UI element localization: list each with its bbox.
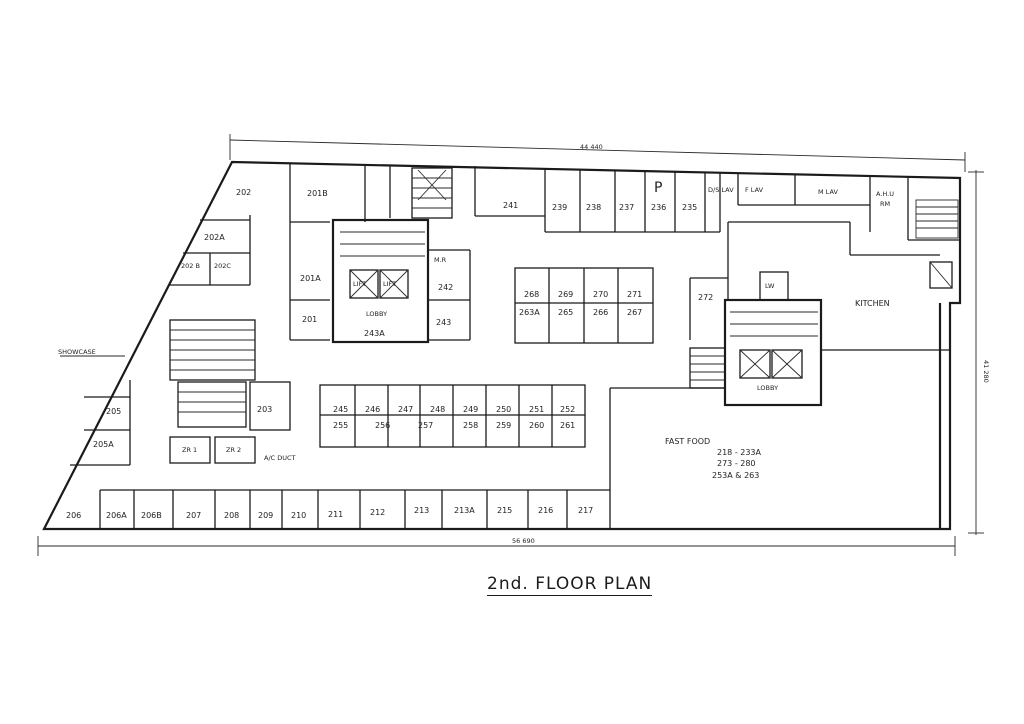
unit-labels: 202 201B 202A 202 B 202C 201A 201 205 20…	[66, 180, 713, 520]
unit-270: 270	[593, 290, 608, 299]
unit-202b: 202 B	[181, 262, 200, 270]
unit-252: 252	[560, 405, 575, 414]
mr-label: M.R	[434, 256, 447, 264]
room-labels: LOBBY LIFT LIFT M.R LOBBY LW KITCHEN D/S…	[264, 186, 894, 480]
unit-236: 236	[651, 203, 666, 212]
unit-209: 209	[258, 511, 273, 520]
unit-206b: 206B	[141, 511, 162, 520]
unit-259: 259	[496, 421, 511, 430]
kitchen-label: KITCHEN	[855, 299, 890, 308]
unit-202: 202	[236, 188, 251, 197]
unit-212: 212	[370, 508, 385, 517]
unit-256: 256	[375, 421, 390, 430]
unit-202c: 202C	[214, 262, 231, 270]
unit-206: 206	[66, 511, 81, 520]
unit-242: 242	[438, 283, 453, 292]
left-stair-block	[70, 319, 291, 466]
m-lav-label: M LAV	[818, 188, 838, 196]
unit-266: 266	[593, 308, 608, 317]
outer-wall	[42, 160, 962, 531]
unit-201b: 201B	[307, 189, 328, 198]
dimension-lines	[37, 134, 984, 556]
unit-216: 216	[538, 506, 553, 515]
unit-243a: 243A	[364, 329, 385, 338]
unit-251: 251	[529, 405, 544, 414]
unit-249: 249	[463, 405, 478, 414]
top-dimension: 44 440	[580, 143, 603, 151]
unit-258: 258	[463, 421, 478, 430]
unit-205: 205	[106, 407, 121, 416]
unit-271: 271	[627, 290, 642, 299]
left-upper-units	[168, 215, 330, 341]
unit-p: P	[654, 180, 662, 196]
unit-202a: 202A	[204, 233, 225, 242]
unit-267: 267	[627, 308, 642, 317]
ahu-label: A.H.U	[876, 190, 894, 198]
unit-265: 265	[558, 308, 573, 317]
unit-213: 213	[414, 506, 429, 515]
bottom-dimension: 56 690	[512, 537, 535, 545]
unit-237: 237	[619, 203, 634, 212]
unit-272: 272	[698, 293, 713, 302]
unit-213a: 213A	[454, 506, 475, 515]
unit-269: 269	[558, 290, 573, 299]
acf-duct-label: A/C DUCT	[264, 454, 296, 462]
top-unit-row	[289, 163, 960, 300]
floor-plan-title: 2nd. FLOOR PLAN	[487, 574, 653, 596]
fast-food-label: FAST FOOD	[665, 437, 710, 446]
unit-203: 203	[257, 405, 272, 414]
unit-241: 241	[503, 201, 518, 210]
unit-201: 201	[302, 315, 317, 324]
unit-238: 238	[586, 203, 601, 212]
bottom-unit-row	[99, 489, 610, 529]
unit-205a: 205A	[93, 440, 114, 449]
unit-201a: 201A	[300, 274, 321, 283]
unit-235: 235	[682, 203, 697, 212]
unit-257: 257	[418, 421, 433, 430]
fast-food-line-3: 253A & 263	[712, 471, 759, 480]
lift-label-1: LIFT	[353, 280, 366, 288]
middle-unit-block	[319, 384, 586, 448]
unit-215: 215	[497, 506, 512, 515]
unit-268: 268	[524, 290, 539, 299]
central-unit-block	[514, 267, 728, 344]
fast-food-zone	[609, 387, 725, 529]
lobby-core	[331, 218, 471, 344]
right-core	[689, 271, 950, 407]
unit-zr2: ZR 2	[226, 446, 241, 454]
unit-248: 248	[430, 405, 445, 414]
unit-239: 239	[552, 203, 567, 212]
fast-food-line-1: 218 - 233A	[717, 448, 762, 457]
fast-food-line-2: 273 - 280	[717, 459, 756, 468]
ds-lav-label: D/S LAV	[708, 186, 734, 194]
lobby-label: LOBBY	[366, 310, 387, 318]
unit-208: 208	[224, 511, 239, 520]
right-dimension: 41 280	[982, 360, 990, 383]
unit-255: 255	[333, 421, 348, 430]
unit-243: 243	[436, 318, 451, 327]
lift-label-2: LIFT	[383, 280, 396, 288]
unit-260: 260	[529, 421, 544, 430]
unit-210: 210	[291, 511, 306, 520]
unit-247: 247	[398, 405, 413, 414]
unit-246: 246	[365, 405, 380, 414]
unit-206a: 206A	[106, 511, 127, 520]
unit-245: 245	[333, 405, 348, 414]
lobby-label-right: LOBBY	[757, 384, 778, 392]
unit-217: 217	[578, 506, 593, 515]
unit-263a: 263A	[519, 308, 540, 317]
unit-250: 250	[496, 405, 511, 414]
unit-211: 211	[328, 510, 343, 519]
unit-zr1: ZR 1	[182, 446, 197, 454]
top-stair-core	[411, 167, 453, 219]
lw-label: LW	[765, 282, 775, 290]
rm-label: RM	[880, 200, 890, 208]
f-lav-label: F LAV	[745, 186, 764, 194]
unit-207: 207	[186, 511, 201, 520]
unit-261: 261	[560, 421, 575, 430]
showcase-label: SHOWCASE	[58, 348, 96, 356]
